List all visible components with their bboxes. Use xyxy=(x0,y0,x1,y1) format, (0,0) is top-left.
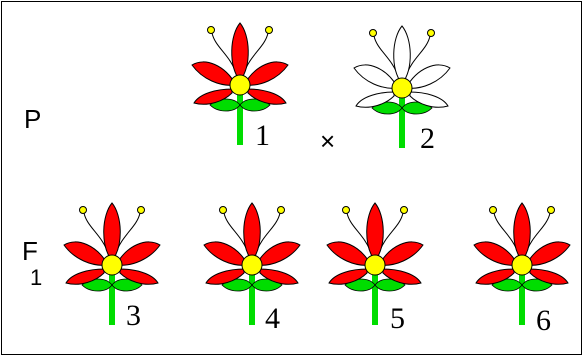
generation-f1-subscript: 1 xyxy=(30,265,42,290)
flower-4 xyxy=(204,203,300,325)
flower-2 xyxy=(354,26,450,148)
flower-1 xyxy=(192,23,288,145)
flower-1-number: 1 xyxy=(255,119,270,152)
cross-symbol: × xyxy=(320,126,335,156)
flower-3 xyxy=(64,203,160,325)
generation-p-label: P xyxy=(24,104,41,134)
flower-6-number: 6 xyxy=(536,304,551,337)
flower-5-number: 5 xyxy=(390,302,405,335)
generation-f-label: F xyxy=(22,236,38,266)
flower-3-number: 3 xyxy=(126,299,141,332)
flower-2-number: 2 xyxy=(420,122,435,155)
flower-6 xyxy=(474,203,570,325)
flower-4-number: 4 xyxy=(265,302,280,335)
flower-5 xyxy=(327,203,423,325)
